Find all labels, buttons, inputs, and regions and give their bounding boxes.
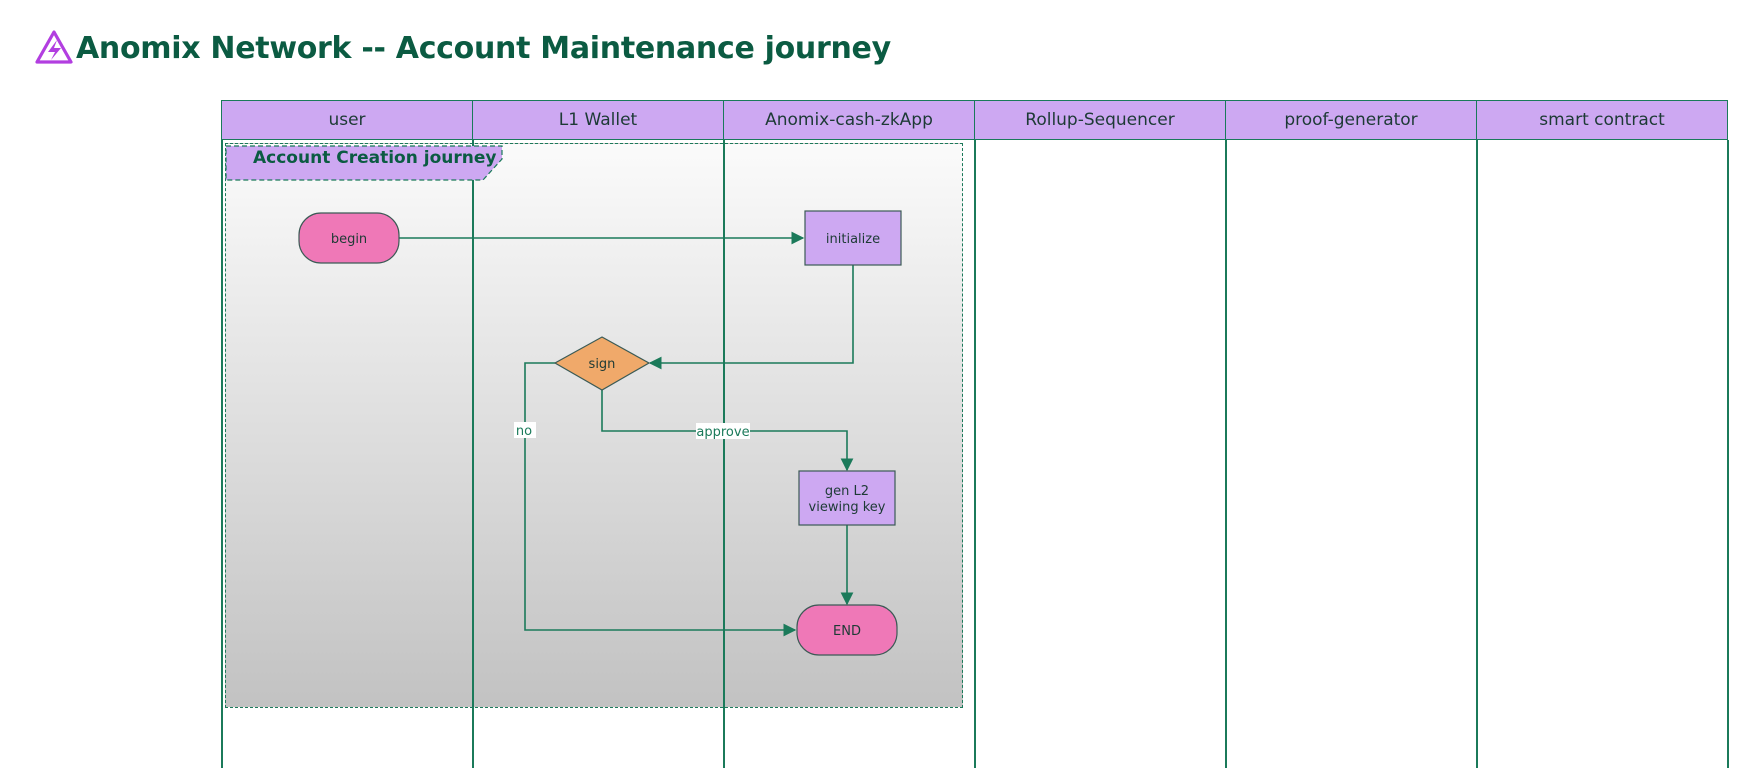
node-begin-label: begin [331, 232, 367, 247]
edge-sign-no-to-end [524, 362, 797, 637]
journey-tab [225, 145, 503, 181]
node-initialize: initialize [804, 210, 902, 266]
edge-initialize-to-sign [648, 265, 854, 370]
node-end-label: END [833, 624, 861, 639]
lane-divider [1476, 140, 1478, 768]
lane-header-anomix-cash-zkapp: Anomix-cash-zkApp [723, 100, 975, 140]
lane-divider [1225, 140, 1227, 768]
journey-label: Account Creation journey [253, 148, 497, 168]
node-end: END [796, 604, 898, 656]
node-sign-label: sign [589, 357, 616, 372]
lane-header-smart-contract: smart contract [1476, 100, 1728, 140]
lane-header-user: user [221, 100, 473, 140]
lane-divider [1727, 140, 1729, 768]
node-gen-key-label-line2: viewing key [809, 500, 886, 515]
node-gen-key-label-line1: gen L2 [825, 484, 869, 499]
lane-header-proof-generator: proof-generator [1225, 100, 1477, 140]
anomix-logo-icon [35, 30, 73, 64]
lane-divider [974, 140, 976, 768]
swimlane-area: user L1 Wallet Anomix-cash-zkApp Rollup-… [221, 100, 1728, 768]
approve-label-bg [696, 423, 750, 439]
page-title: Anomix Network -- Account Maintenance jo… [76, 30, 891, 66]
no-label-bg [514, 422, 536, 438]
node-sign-decision: sign [553, 336, 651, 391]
edge-label-approve: approve [696, 425, 749, 440]
lane-header-rollup-sequencer: Rollup-Sequencer [974, 100, 1226, 140]
node-initialize-label: initialize [826, 232, 880, 247]
title-bar: Anomix Network -- Account Maintenance jo… [34, 26, 891, 70]
node-gen-l2-viewing-key: gen L2 viewing key [798, 470, 896, 526]
node-begin: begin [298, 212, 400, 264]
lane-divider [723, 140, 725, 768]
lane-divider [221, 140, 223, 768]
lane-divider [472, 140, 474, 768]
edge-label-no: no [516, 424, 532, 439]
